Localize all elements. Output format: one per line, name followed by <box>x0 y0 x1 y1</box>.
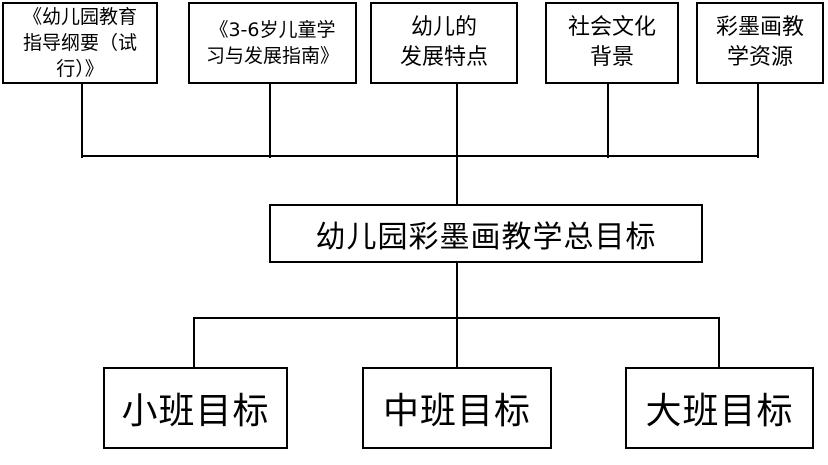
source-box-social-culture: 社会文化 背景 <box>545 2 679 84</box>
source-label: 社会文化 背景 <box>567 15 656 70</box>
connector-source-2 <box>269 84 271 158</box>
connector-to-center <box>456 155 458 204</box>
connector-source-1 <box>81 84 83 158</box>
level-label: 大班目标 <box>645 391 794 432</box>
source-box-guide-3-6: 《3-6岁儿童学 习与发展指南》 <box>188 2 357 84</box>
connector-level-large <box>718 317 720 368</box>
connector-source-3 <box>456 84 458 158</box>
connector-top-bar <box>81 155 759 157</box>
source-box-child-development: 幼儿的 发展特点 <box>370 2 518 84</box>
source-box-resources: 彩墨画教 学资源 <box>696 2 824 84</box>
source-box-guidelines: 《幼儿园教育 指导纲要（试 行）》 <box>2 2 158 84</box>
connector-source-5 <box>757 84 759 158</box>
connector-level-middle <box>456 317 458 368</box>
source-label: 幼儿的 发展特点 <box>399 15 488 70</box>
connector-from-center <box>456 263 458 318</box>
level-box-small: 小班目标 <box>103 367 288 449</box>
source-label: 彩墨画教 学资源 <box>715 15 804 70</box>
level-box-large: 大班目标 <box>625 367 814 449</box>
source-label: 《幼儿园教育 指导纲要（试 行）》 <box>22 6 137 80</box>
connector-level-small <box>193 317 195 368</box>
level-box-middle: 中班目标 <box>362 367 552 449</box>
connector-source-4 <box>607 84 609 158</box>
center-goal-box: 幼儿园彩墨画教学总目标 <box>269 204 703 263</box>
source-label: 《3-6岁儿童学 习与发展指南》 <box>205 19 339 67</box>
level-label: 小班目标 <box>121 391 270 432</box>
level-label: 中班目标 <box>382 391 531 432</box>
center-goal-label: 幼儿园彩墨画教学总目标 <box>315 219 657 255</box>
